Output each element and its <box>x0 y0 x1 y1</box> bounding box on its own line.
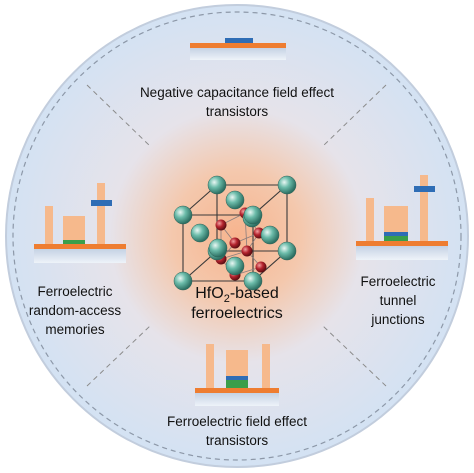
quadrant-dividers <box>86 84 387 387</box>
left-contact <box>366 198 374 241</box>
hafnium-atom <box>277 241 297 261</box>
oxygen-atom <box>229 237 241 249</box>
hafnium-atom <box>243 271 263 291</box>
orange-layer <box>356 241 448 246</box>
green-layer <box>226 380 248 388</box>
hafnium-atom <box>225 190 245 210</box>
ftj-device-icon <box>356 175 448 260</box>
right-contact <box>97 183 105 244</box>
divider-top-left <box>86 84 151 147</box>
hafnium-atom <box>173 205 193 225</box>
substrate <box>34 249 126 263</box>
substrate <box>190 48 286 60</box>
fefet-device-icon <box>195 344 279 406</box>
capacitor <box>63 216 85 240</box>
divider-top-right <box>322 84 387 147</box>
right-label-line3: junctions <box>370 312 425 327</box>
hafnium-atom <box>243 205 263 225</box>
orange-layer <box>34 244 126 249</box>
substrate <box>356 246 448 260</box>
hafnium-atom <box>207 175 227 195</box>
right-label-line2: tunnel <box>380 293 417 308</box>
substrate <box>195 393 279 406</box>
green-gate <box>63 240 85 244</box>
left-label-line1: Ferroelectric <box>37 284 112 299</box>
gate <box>226 350 248 376</box>
hafnium-atom <box>260 225 280 245</box>
hafnium-atom <box>208 238 228 258</box>
feram-device-icon <box>34 183 126 263</box>
center-label-rest: -based <box>230 285 279 302</box>
background-disc <box>5 4 469 468</box>
hafnium-atom <box>225 256 245 276</box>
blue-cap <box>414 186 435 192</box>
green-layer <box>384 236 408 241</box>
hafnium-atom <box>277 175 297 195</box>
left-contact <box>45 206 53 244</box>
right-contact <box>262 344 270 388</box>
left-label-line3: memories <box>45 322 105 337</box>
oxygen-atom <box>241 245 253 257</box>
top-label-line1: Negative capacitance field effect <box>140 85 334 100</box>
divider-bottom-left <box>86 325 151 387</box>
orange-layer <box>190 43 286 48</box>
hafnium-atom <box>173 271 193 291</box>
crystal-lattice-icon <box>173 175 297 291</box>
top-label-line2: transistors <box>206 104 269 119</box>
blue-layer <box>226 376 248 380</box>
junction <box>384 206 408 232</box>
left-label-line2: random-access <box>29 303 122 318</box>
left-contact <box>206 344 214 388</box>
ncfet-device-icon <box>190 38 286 60</box>
outer-ring <box>12 11 462 461</box>
center-label-main: HfO <box>195 285 223 302</box>
right-label-line1: Ferroelectric <box>360 274 435 289</box>
bottom-label-line2: transistors <box>206 433 269 448</box>
divider-bottom-right <box>322 325 387 387</box>
bottom-label-line1: Ferroelectric field effect <box>167 414 307 429</box>
hafnium-atom <box>190 223 210 243</box>
oxygen-atom <box>255 261 267 273</box>
center-label-line1: HfO2-based <box>195 285 279 305</box>
center-label-subscript: 2 <box>224 293 230 305</box>
blue-layer <box>384 232 408 236</box>
blue-cap <box>91 200 112 206</box>
oxygen-atom <box>215 219 227 231</box>
right-contact <box>420 175 428 241</box>
center-label-line2: ferroelectrics <box>191 305 283 322</box>
orange-layer <box>195 388 279 393</box>
blue-layer <box>225 38 253 43</box>
